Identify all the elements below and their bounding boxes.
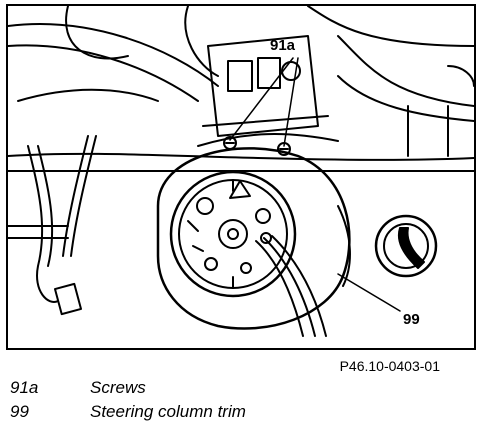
- figure-code: P46.10-0403-01: [339, 358, 440, 374]
- legend: 91a Screws 99 Steering column trim: [10, 376, 450, 424]
- clock-spring-assembly: [169, 170, 297, 298]
- technical-illustration: 91a: [6, 4, 476, 350]
- dashboard-outline: [8, 6, 474, 172]
- legend-key: 91a: [10, 378, 39, 397]
- wiring-harness: [8, 135, 97, 316]
- callout-91a: 91a: [270, 37, 296, 54]
- legend-description: Screws: [90, 378, 146, 397]
- leader-91a-left: [229, 57, 294, 141]
- ignition-lock: [374, 214, 438, 278]
- leader-99: [337, 273, 401, 312]
- legend-row-screws: 91a Screws: [10, 376, 450, 400]
- legend-description: Steering column trim: [90, 402, 246, 421]
- steering-column-drawing: 91a: [8, 6, 474, 337]
- leader-91a-right: [283, 57, 299, 147]
- mounting-bracket: [197, 35, 339, 147]
- legend-row-trim: 99 Steering column trim: [10, 400, 450, 424]
- steering-column-trim: [156, 147, 351, 330]
- callout-99: 99: [403, 311, 420, 328]
- cable-bundle: [255, 235, 327, 337]
- legend-key: 99: [10, 402, 29, 421]
